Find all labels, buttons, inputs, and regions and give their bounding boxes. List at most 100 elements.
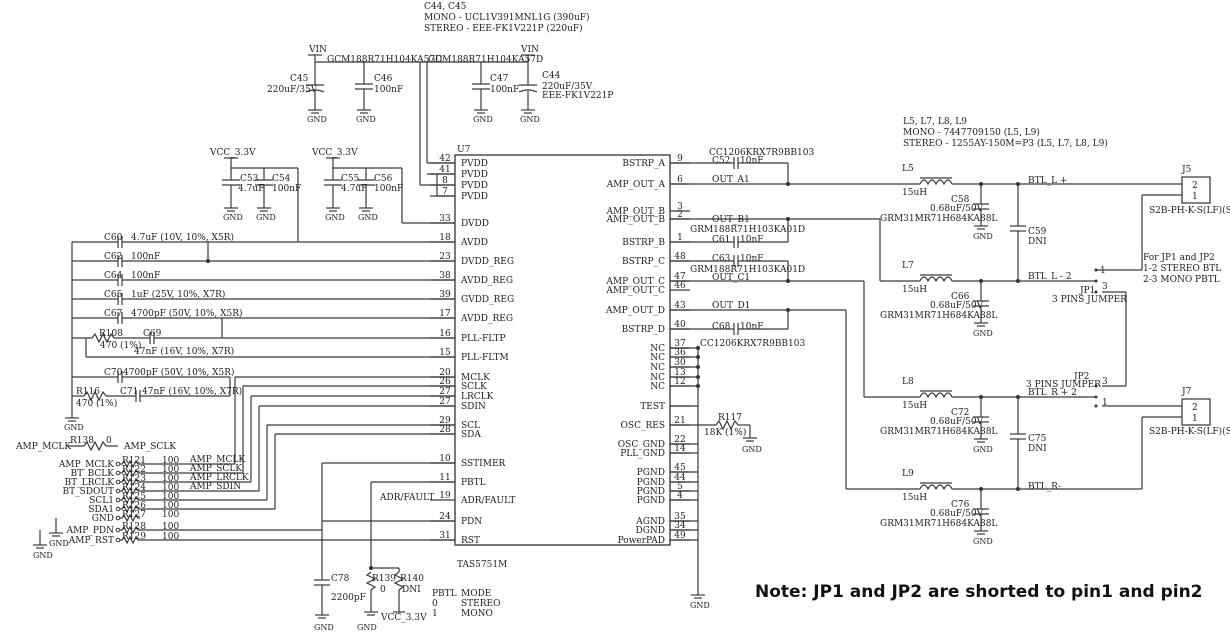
- svg-text:GND: GND: [358, 213, 378, 222]
- ic-right-pin-name: NC: [650, 353, 665, 363]
- c54-ref: C54: [272, 174, 291, 184]
- ic-right-pin-name: PGND: [637, 496, 665, 506]
- svg-text:GND: GND: [690, 601, 710, 610]
- c67-value: 4700pF (50V, 10%, X5R): [131, 308, 243, 319]
- net-btl-l-minus: BTL_L - 2: [1028, 272, 1072, 282]
- ic-right-pin-name: NC: [650, 363, 665, 373]
- ic-right-pin-name: PGND: [637, 468, 665, 478]
- j5-connector: [1181, 176, 1211, 204]
- jp-note-3: 2-3 MONO PBTL: [1143, 275, 1220, 285]
- c53-ref: C53: [240, 174, 259, 184]
- c58-ref: C58: [951, 195, 970, 205]
- svg-text:GND: GND: [64, 423, 84, 432]
- ic-left-pin-name: SSTIMER: [461, 459, 506, 469]
- ic-left-pin-name: PBTL: [461, 478, 486, 488]
- digital-input-label: SDA1: [88, 505, 114, 515]
- c76-ref: C76: [951, 500, 970, 510]
- r138-ref: R138: [70, 436, 94, 446]
- ic-right-pin-name: AGND: [635, 517, 665, 527]
- ic-left-pin-num: 41: [439, 165, 450, 175]
- cc-bottom-part: CC1206KRX7R9BB103: [700, 339, 805, 349]
- output-filters: L515uHGNDC580.68uF/50VGRM31MR71H684KA88L…: [880, 164, 1020, 546]
- ic-left-pin-name: PVDD: [461, 170, 488, 180]
- ic-right-pin-name: OSC_RES: [621, 421, 665, 431]
- svg-text:GND: GND: [314, 623, 334, 632]
- c65-ref: C65: [104, 290, 123, 300]
- r139-value: 0: [380, 585, 386, 595]
- ic-left-pin-num: 18: [439, 233, 451, 243]
- vcc-label-left: VCC_3.3V: [209, 148, 256, 158]
- svg-text:GND: GND: [973, 537, 993, 546]
- ic-left-pin-name: PVDD: [461, 181, 488, 191]
- ic-right-pin-num: 3: [677, 202, 683, 212]
- ic-right-pin-name: AMP_OUT_C: [605, 277, 665, 287]
- output-stage: CC1206KRX7R9BB103 C52 10nF OUT_A1 OUT_B1…: [670, 148, 1230, 610]
- ic-right-pin-num: 48: [674, 252, 686, 262]
- c45-ref: C45: [290, 74, 309, 84]
- digital-input-label: BT_LRCLK: [65, 478, 115, 488]
- ic-left-pin-name: PVDD: [461, 192, 488, 202]
- net-out-d1: OUT_D1: [712, 301, 750, 311]
- c55-value: 4.7uF: [341, 184, 367, 194]
- ic-right-pin-num: 12: [674, 377, 685, 387]
- c71-value: 47nF (16V, 10%, X7R): [142, 386, 242, 397]
- ic-left-pin-name: RST: [461, 536, 480, 546]
- c67-ref: C67: [104, 309, 123, 319]
- ic-right-pin-name: BSTRP_D: [622, 325, 665, 335]
- ic-body: [454, 154, 671, 546]
- jumper-note: Note: JP1 and JP2 are shorted to pin1 an…: [755, 582, 1203, 602]
- net-btl-r-minus: BTL_R-: [1028, 482, 1061, 492]
- digital-res-value: 100: [162, 532, 179, 542]
- digital-input-label: SCL1: [89, 496, 114, 506]
- gnd-c45: GND: [307, 109, 327, 124]
- c68-ref: C68: [712, 322, 731, 332]
- ic-left-pin-num: 42: [439, 154, 450, 164]
- j7-ref: J7: [1181, 387, 1192, 397]
- ic-right-pin-name: AMP_OUT_A: [606, 180, 666, 190]
- ic-right-pin-name: BSTRP_C: [622, 257, 665, 267]
- digital-input-label: BT_BCLK: [71, 469, 115, 479]
- ic-right-pin-num: 1: [677, 233, 683, 243]
- vcc-label-right: VCC_3.3V: [311, 148, 358, 158]
- ic-right-pin-num: 13: [674, 368, 686, 378]
- ic-left-pin-name: AVDD: [460, 238, 488, 248]
- vin-label-right: VIN: [520, 45, 539, 55]
- r138-value: 0: [106, 436, 112, 446]
- jp2-desc: 3 PINS JUMPER: [1026, 380, 1101, 390]
- ic-left-pin-name: AVDD_REG: [460, 314, 513, 324]
- ic-right-pin-num: 14: [674, 444, 686, 454]
- l9-ref: L9: [902, 469, 914, 479]
- digital-res-ref: R122: [122, 465, 146, 475]
- ic-left-pin-num: 28: [439, 425, 451, 435]
- ic-left-pin-name: DVDD: [461, 219, 489, 229]
- gnd-r139: GND: [357, 611, 378, 632]
- ic-left-pin-num: 16: [439, 329, 451, 339]
- digital-res-ref: R123: [122, 474, 146, 484]
- ic-right-pin-name: AMP_OUT_C: [605, 286, 665, 296]
- ic-left-pin-name: SCLK: [461, 382, 487, 392]
- c53-value: 4.7uF: [238, 184, 264, 194]
- net-amp-sclk: AMP_SCLK: [189, 464, 242, 474]
- ic-right-pin-name: AMP_OUT_B: [606, 207, 666, 217]
- ic-left-pin-name: ADR/FAULT: [460, 496, 515, 506]
- ic-right-pin-name: TEST: [640, 402, 665, 412]
- svg-text:GND: GND: [223, 213, 243, 222]
- ic-left-pin-num: 23: [439, 252, 451, 262]
- j7-part: S2B-PH-K-S(LF)(SN): [1149, 426, 1230, 437]
- ic-left-pin-num: 17: [439, 309, 451, 319]
- ic-right-pin-name: BSTRP_A: [622, 159, 665, 169]
- ic-part-number: TAS5751M: [457, 560, 507, 570]
- ic-right-pin-num: 35: [674, 512, 686, 522]
- ic-left-pin-name: PLL-FLTP: [461, 334, 506, 344]
- r117-value: 18K (1%): [704, 427, 746, 438]
- j5-part: S2B-PH-K-S(LF)(SN): [1149, 205, 1230, 216]
- ic-right-pin-num: 30: [674, 358, 686, 368]
- ic-left-pin-name: GVDD_REG: [461, 295, 514, 305]
- c63-ref: C63: [712, 254, 731, 264]
- ic-right-pin-num: 6: [677, 175, 683, 185]
- ic-left-pin-name: LRCLK: [461, 392, 494, 402]
- net-amp-sdin: AMP_SDIN: [189, 482, 241, 492]
- c44-c45-title: C44, C45: [424, 2, 467, 12]
- gcm-right-part: GCM188R71H104KA57D: [428, 55, 543, 65]
